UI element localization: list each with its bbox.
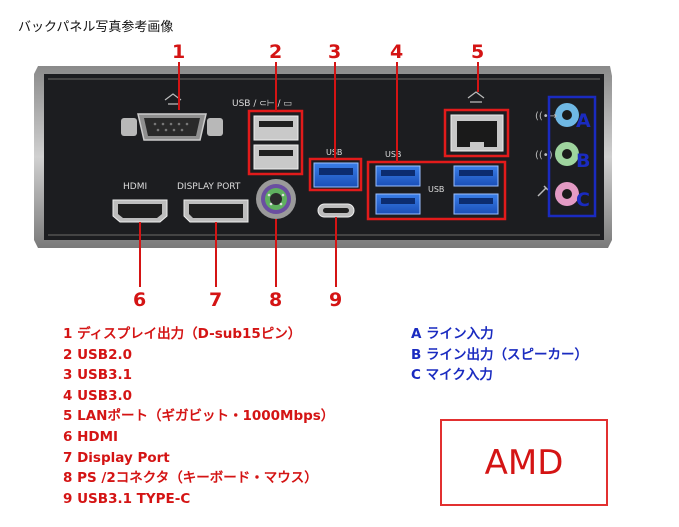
audio-letter-b: B (576, 150, 590, 172)
callout-box-5 (443, 108, 510, 158)
hdmi-label: HDMI (123, 182, 147, 192)
hdmi-port (112, 199, 168, 223)
callout-box-4 (366, 160, 507, 221)
audio-list-item-b: B ライン出力（スピーカー） (411, 346, 588, 363)
ps2-port (256, 179, 296, 219)
usb2-ports (253, 115, 299, 170)
audio-letter-a: A (576, 110, 591, 132)
callout-number-8: 8 (269, 289, 282, 310)
callout-number-3: 3 (328, 41, 341, 63)
lan-port (450, 91, 504, 152)
page-title: バックパネル写真参考画像 (18, 20, 174, 35)
port-list-item-7: 7 Display Port (63, 449, 170, 466)
callout-number-4: 4 (390, 41, 403, 63)
callout-number-7: 7 (209, 289, 222, 310)
usb-label-4: USB (385, 150, 401, 159)
usb31-port (313, 162, 359, 188)
callout-number-6: 6 (133, 289, 146, 310)
vga-port (121, 93, 223, 141)
callout-number-5: 5 (471, 41, 484, 63)
brand-box: AMD (440, 419, 608, 506)
display-port-label: DISPLAY PORT (177, 182, 241, 192)
port-list-item-1: 1 ディスプレイ出力（D-sub15ピン） (63, 326, 302, 342)
port-list-item-4: 4 USB3.0 (63, 387, 132, 404)
port-list: 1 ディスプレイ出力（D-sub15ピン） 2 USB2.0 3 USB3.1 … (63, 324, 334, 509)
audio-list: A ライン入力 B ライン出力（スピーカー） C マイク入力 (411, 324, 588, 386)
callout-number-2: 2 (269, 41, 282, 63)
usb30-ports (375, 165, 499, 215)
usb-type-c-port (317, 203, 355, 218)
audio-list-item-a: A ライン入力 (411, 326, 494, 342)
displayport-port (183, 199, 249, 223)
callout-number-1: 1 (172, 41, 185, 63)
port-list-item-6: 6 HDMI (63, 428, 119, 445)
svg-text:((•): ((•) (535, 150, 553, 161)
brand-label: AMD (484, 442, 564, 483)
port-list-item-8: 8 PS /2コネクタ（キーボード・マウス） (63, 470, 318, 487)
svg-text:((•→: ((•→ (535, 111, 557, 122)
usb-kb-mouse-label: USB / ⊂⊢ / ▭ (232, 99, 292, 109)
usb-label-4b: USB (428, 185, 444, 194)
port-list-item-2: 2 USB2.0 (63, 346, 132, 363)
port-list-item-3: 3 USB3.1 (63, 367, 132, 384)
audio-letter-c: C (576, 189, 590, 211)
back-panel-photo: USB / ⊂⊢ / ▭ USB USB USB HDMI DISPLAY PO… (34, 41, 612, 310)
callout-box-audio (547, 95, 597, 218)
port-list-item-9: 9 USB3.1 TYPE-C (63, 490, 191, 507)
port-list-item-5: 5 LANポート（ギガビット・1000Mbps） (63, 408, 335, 425)
audio-list-item-c: C マイク入力 (411, 367, 493, 384)
audio-jacks: ((•→ ((•) (535, 103, 579, 206)
callout-number-9: 9 (329, 289, 342, 310)
leader-lines (139, 62, 479, 287)
